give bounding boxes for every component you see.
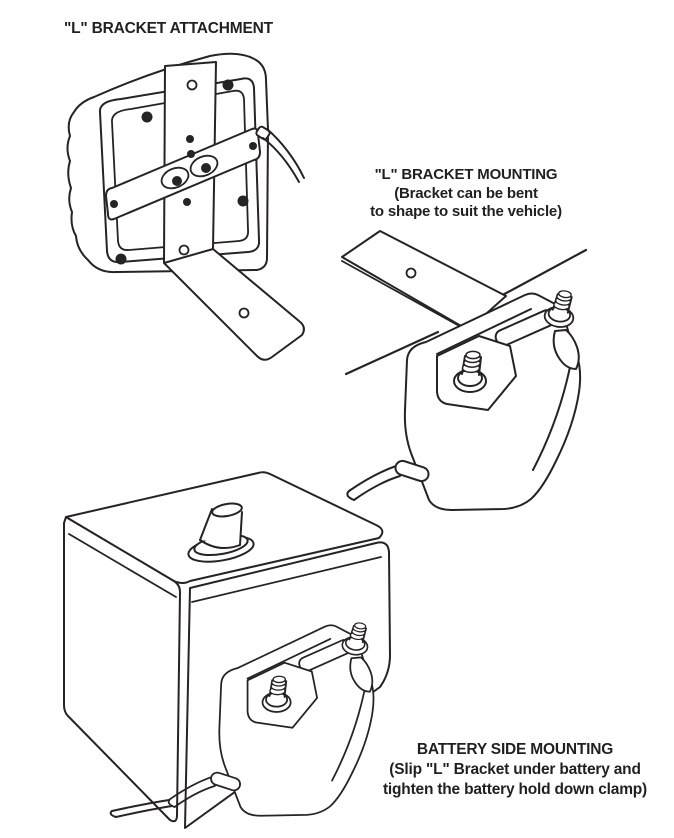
figure2-caption-line1: (Bracket can be bent xyxy=(394,184,538,202)
figure3-caption-line2: tighten the battery hold down clamp) xyxy=(382,781,648,798)
battery-left-face xyxy=(63,516,181,823)
figure1-title: "L" BRACKET ATTACHMENT xyxy=(64,20,273,37)
strip-hole xyxy=(405,267,417,279)
vehicle-edge-line xyxy=(495,248,588,300)
l-bracket-vertical-strap xyxy=(163,61,305,361)
figure3-caption: BATTERY SIDE MOUNTING (Slip "L" Bracket … xyxy=(362,740,668,800)
mounting-strip xyxy=(341,230,507,331)
battery-terminal-post xyxy=(187,502,255,563)
l-bracket-attachment-illustration xyxy=(66,52,305,361)
lead-wire xyxy=(109,799,173,818)
mounting-strip-thickness xyxy=(341,260,473,334)
figure2-caption-line2: to shape to suit the vehicle) xyxy=(370,203,562,220)
vehicle-edge-line xyxy=(344,330,440,376)
battery-seam xyxy=(68,533,177,598)
lead-wire xyxy=(255,125,305,183)
figure2-caption: "L" BRACKET MOUNTING (Bracket can be ben… xyxy=(344,166,588,222)
battery-seam xyxy=(191,556,382,603)
figure3-title: BATTERY SIDE MOUNTING xyxy=(416,741,614,758)
l-bracket-mounting-illustration xyxy=(341,230,588,510)
figure3-caption-line1: (Slip "L" Bracket under battery and xyxy=(389,761,641,778)
battery-side-mounting-illustration xyxy=(63,471,391,829)
figure2-title: "L" BRACKET MOUNTING xyxy=(374,166,558,183)
l-bracket-bend-line xyxy=(163,248,214,264)
